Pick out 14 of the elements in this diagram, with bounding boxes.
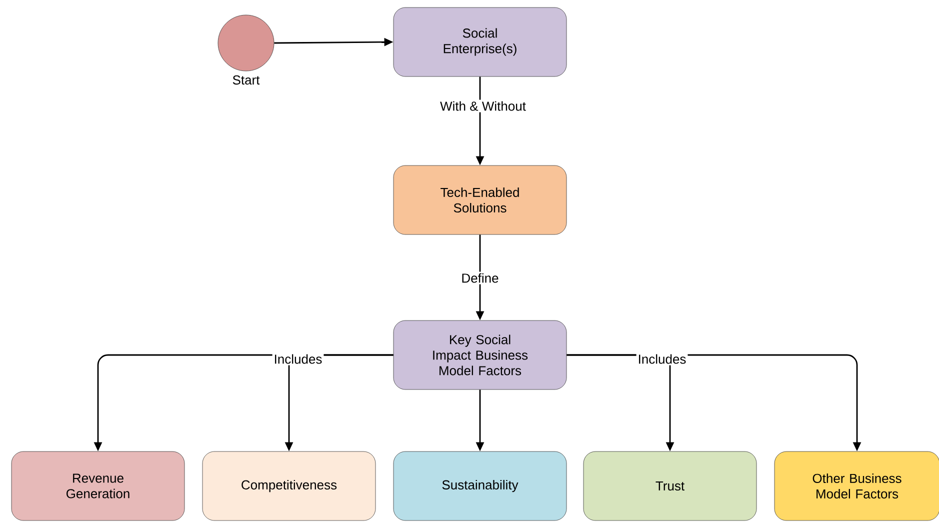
process-box: Trust	[583, 451, 757, 521]
node-caption: Start	[232, 75, 260, 85]
process-box: Sustainability	[393, 451, 567, 521]
process-box: Revenue Generation	[11, 451, 185, 521]
edge-label: Includes	[636, 352, 688, 366]
edge-label: Includes	[272, 352, 324, 366]
process-box: Competitiveness	[202, 451, 376, 521]
process-box: Key Social Impact Business Model Factors	[393, 320, 567, 390]
process-box: Tech-Enabled Solutions	[393, 165, 567, 235]
process-box: Social Enterprise(s)	[393, 7, 567, 77]
edge-label: With & Without	[438, 100, 528, 112]
start-circle	[218, 14, 274, 72]
edge-label: Define	[460, 272, 500, 284]
process-box: Other Business Model Factors	[774, 451, 939, 521]
